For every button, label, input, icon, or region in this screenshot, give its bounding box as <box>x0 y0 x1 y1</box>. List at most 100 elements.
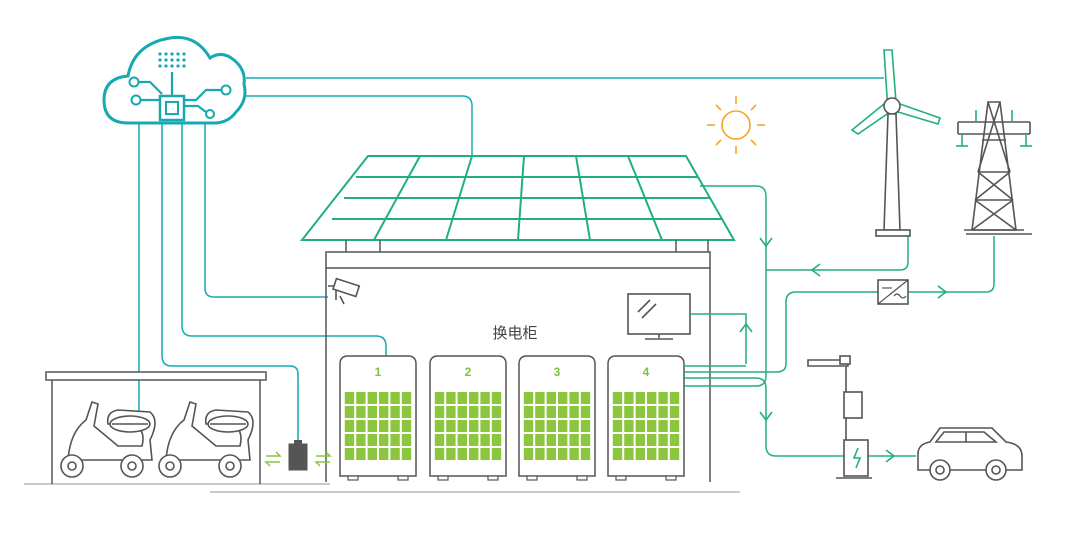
exchange-arrows-right <box>314 451 332 467</box>
battery-cell <box>480 448 490 460</box>
battery-cell <box>356 392 366 404</box>
battery-cell <box>434 406 445 418</box>
battery-cell <box>379 406 389 418</box>
battery-cell <box>379 434 389 446</box>
battery-slot-number: 1 <box>375 365 382 379</box>
battery-cell <box>344 448 355 460</box>
battery-cell <box>469 392 479 404</box>
energy-lines <box>684 185 995 457</box>
battery-cell <box>434 448 445 460</box>
battery-cell <box>469 448 479 460</box>
battery-slot-number: 2 <box>465 365 472 379</box>
wind-turbine-icon <box>850 49 942 237</box>
battery-slot-foot <box>347 475 359 481</box>
battery-slot-1: 1 <box>339 355 417 481</box>
battery-cell <box>457 392 467 404</box>
battery-slots: 1 2 3 4 <box>339 355 685 481</box>
battery-slot-foot <box>665 475 677 481</box>
battery-cell <box>491 434 502 446</box>
battery-cell <box>367 434 377 446</box>
battery-cell <box>434 420 445 432</box>
battery-cell <box>647 420 657 432</box>
line-cloud-to-slot1 <box>181 118 387 356</box>
line-cloud-to-camera <box>204 118 328 298</box>
cloud-chip-icon <box>102 35 247 125</box>
battery-cell <box>624 420 634 432</box>
scooter-shelter <box>45 371 267 484</box>
battery-cell <box>390 434 400 446</box>
battery-slot-foot <box>487 475 499 481</box>
battery-cell <box>401 392 412 404</box>
battery-cell <box>535 406 545 418</box>
line-solar-down <box>684 185 767 387</box>
battery-cell <box>480 392 490 404</box>
battery-cell <box>658 448 668 460</box>
battery-slot-foot <box>437 475 449 481</box>
battery-cell <box>367 420 377 432</box>
battery-cell <box>379 448 389 460</box>
battery-cell <box>658 434 668 446</box>
battery-cell <box>624 392 634 404</box>
battery-cell <box>390 392 400 404</box>
battery-cell <box>491 406 502 418</box>
battery-cell <box>669 434 680 446</box>
street-lamp <box>807 355 863 476</box>
battery-cell <box>546 392 556 404</box>
cloud-connection-lines <box>138 77 884 440</box>
battery-cell <box>669 420 680 432</box>
battery-cell <box>635 434 645 446</box>
battery-cell <box>647 434 657 446</box>
portable-battery-icon <box>288 440 308 471</box>
scooter-icon <box>60 400 156 478</box>
battery-cell <box>658 406 668 418</box>
battery-cell <box>344 434 355 446</box>
battery-cell <box>491 420 502 432</box>
security-camera-icon <box>328 277 361 305</box>
battery-slot-foot <box>397 475 409 481</box>
battery-cell <box>558 434 568 446</box>
line-monitor <box>690 313 747 364</box>
battery-cell <box>612 448 623 460</box>
battery-cell <box>569 406 579 418</box>
battery-cell <box>569 392 579 404</box>
battery-cell <box>457 420 467 432</box>
battery-cell <box>558 448 568 460</box>
battery-cell <box>434 434 445 446</box>
line-wind <box>766 236 909 271</box>
battery-cell <box>669 392 680 404</box>
monitor-icon <box>627 293 691 340</box>
battery-cell <box>647 406 657 418</box>
battery-cell <box>624 406 634 418</box>
battery-cell <box>469 406 479 418</box>
battery-cell <box>491 448 502 460</box>
battery-cell <box>635 420 645 432</box>
battery-slot-2: 2 <box>429 355 507 481</box>
battery-cell <box>356 420 366 432</box>
battery-cell <box>558 420 568 432</box>
battery-slot-number: 3 <box>554 365 561 379</box>
battery-cell <box>658 420 668 432</box>
battery-cell <box>469 434 479 446</box>
battery-cell <box>580 434 591 446</box>
battery-slot-4: 4 <box>607 355 685 481</box>
solar-panel-supports <box>345 240 709 252</box>
battery-cell <box>612 406 623 418</box>
battery-cell <box>669 406 680 418</box>
battery-cell <box>390 406 400 418</box>
battery-cell <box>401 448 412 460</box>
battery-cell <box>344 392 355 404</box>
battery-cell <box>457 448 467 460</box>
battery-cell <box>390 420 400 432</box>
battery-cell <box>356 406 366 418</box>
battery-cell <box>523 420 534 432</box>
battery-cell <box>356 434 366 446</box>
battery-slot-foot <box>576 475 588 481</box>
battery-cell <box>401 406 412 418</box>
battery-slot-3: 3 <box>518 355 596 481</box>
battery-cell <box>480 406 490 418</box>
battery-cell <box>569 448 579 460</box>
battery-slot-number: 4 <box>643 365 650 379</box>
battery-cell <box>580 448 591 460</box>
battery-cell <box>612 434 623 446</box>
battery-cell <box>569 420 579 432</box>
